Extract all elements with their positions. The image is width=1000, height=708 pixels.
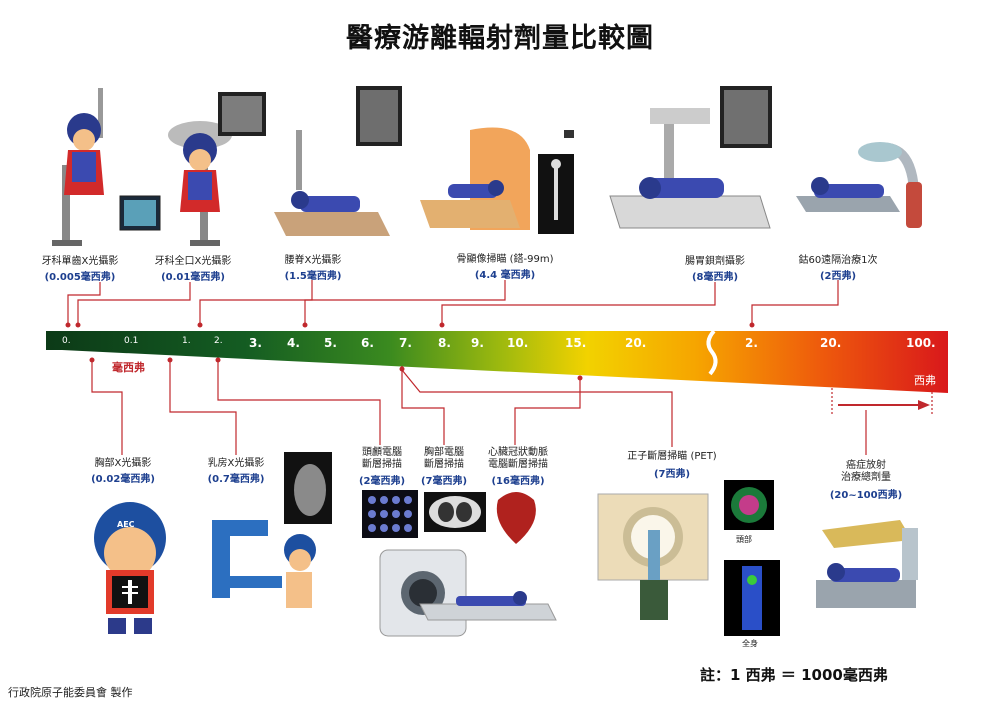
chest-xray-dose: (0.02毫西弗) [91, 474, 155, 485]
tick-7: 7. [399, 336, 412, 350]
chest-xray-label: 胸部X光攝影 [94, 458, 152, 469]
tick-20-sv: 20. [820, 336, 842, 350]
leader-barium [441, 282, 716, 324]
scale-break [706, 329, 718, 376]
lumbar-label: 腰脊X光攝影 [284, 255, 342, 266]
mascot-illustration [94, 502, 166, 634]
tick-3: 3. [249, 336, 262, 350]
tick-2-sv: 2. [745, 336, 758, 350]
tick-1: 1. [182, 336, 191, 346]
head-ct-label-1: 頭顱電腦 [362, 447, 402, 458]
dental-full-illustration [168, 92, 266, 246]
leader-lumbar [199, 280, 313, 324]
cardiac-ct-label-1: 心臟冠狀動脈 [488, 447, 548, 458]
heart-image [496, 492, 536, 544]
dental-single-label: 牙科單齒X光攝影 [41, 256, 119, 267]
mammo-dose: (0.7毫西弗) [207, 474, 265, 485]
leader-dental-full [77, 282, 191, 324]
therapy-dose: (20~100西弗) [829, 490, 903, 501]
dose-scale-bar [46, 331, 948, 393]
pet-head-caption: 頭部 [736, 535, 752, 544]
bone-scan-label: 骨顯像掃瞄 (鎝-99m) [456, 254, 554, 265]
leader-head-ct [217, 360, 381, 445]
leader-chest-xray [91, 360, 123, 455]
radiotherapy-illustration [816, 520, 918, 608]
tick-0: 0. [62, 336, 71, 346]
barium-illustration [609, 86, 772, 229]
cobalt-dose: (2西弗) [819, 271, 857, 282]
dental-single-dose: (0.005毫西弗) [44, 272, 116, 283]
lumbar-dose: (1.5毫西弗) [284, 271, 342, 282]
leader-dental-single [67, 282, 101, 324]
head-ct-images [362, 490, 418, 538]
producer-credit: 行政院原子能委員會 製作 [8, 686, 133, 699]
dental-single-illustration [52, 88, 161, 246]
head-ct-label-2: 斷層掃描 [362, 459, 402, 470]
mammo-label: 乳房X光攝影 [207, 458, 265, 469]
barium-dose: (8毫西弗) [691, 272, 739, 283]
leader-mammo [169, 360, 237, 455]
unit-note: 註：1 西弗 ＝ 1000毫西弗 [700, 666, 888, 684]
pet-scanner-illustration [597, 480, 780, 636]
sievert-unit-label: 西弗 [914, 374, 936, 387]
tick-20: 20. [625, 336, 647, 350]
pet-body-caption: 全身 [742, 639, 758, 648]
ct-scanner-illustration [379, 549, 557, 637]
bone-scan-illustration [420, 127, 574, 234]
millisievert-unit-label: 毫西弗 [112, 361, 145, 374]
chest-ct-dose: (7毫西弗) [420, 476, 468, 487]
mascot-badge: AEC [117, 520, 135, 529]
page-title: 醫療游離輻射劑量比較圖 [346, 23, 654, 54]
barium-label: 腸胃鋇劑攝影 [685, 256, 745, 267]
tick-15: 15. [565, 336, 587, 350]
dental-full-dose: (0.01毫西弗) [161, 272, 225, 283]
cardiac-ct-label-2: 電腦斷層掃描 [488, 459, 548, 470]
pet-dose: (7西弗) [653, 469, 691, 480]
head-ct-dose: (2毫西弗) [358, 476, 406, 487]
tick-10: 10. [507, 336, 529, 350]
tick-4: 4. [287, 336, 300, 350]
leader-bone-scan [304, 280, 506, 324]
chest-ct-label-2: 斷層掃描 [424, 459, 464, 470]
tick-2: 2. [214, 336, 223, 346]
chest-ct-label-1: 胸部電腦 [424, 447, 464, 458]
tick-9: 9. [471, 336, 484, 350]
tick-8: 8. [438, 336, 451, 350]
mammo-illustration [212, 452, 332, 608]
chest-ct-image [424, 492, 486, 532]
therapy-range [831, 388, 933, 414]
tick-5: 5. [324, 336, 337, 350]
therapy-label-1: 癌症放射 [846, 460, 886, 471]
pet-label: 正子斷層掃瞄 (PET) [627, 451, 717, 462]
leader-chest-ct [401, 366, 445, 445]
tick-6: 6. [361, 336, 374, 350]
cardiac-ct-dose: (16毫西弗) [491, 476, 545, 487]
lumbar-illustration [274, 86, 402, 236]
tick-100-sv: 100. [906, 336, 936, 350]
leader-cardiac-ct [514, 378, 581, 445]
cobalt-illustration [796, 142, 922, 228]
therapy-label-2: 治療總劑量 [841, 472, 891, 483]
tick-0-1: 0.1 [124, 336, 139, 346]
leader-pet [401, 369, 673, 447]
leader-cobalt [751, 280, 839, 324]
cobalt-label: 鈷60遠隔治療1次 [798, 255, 878, 266]
bone-scan-dose: (4.4 毫西弗) [474, 270, 536, 281]
dental-full-label: 牙科全口X光攝影 [154, 256, 232, 267]
